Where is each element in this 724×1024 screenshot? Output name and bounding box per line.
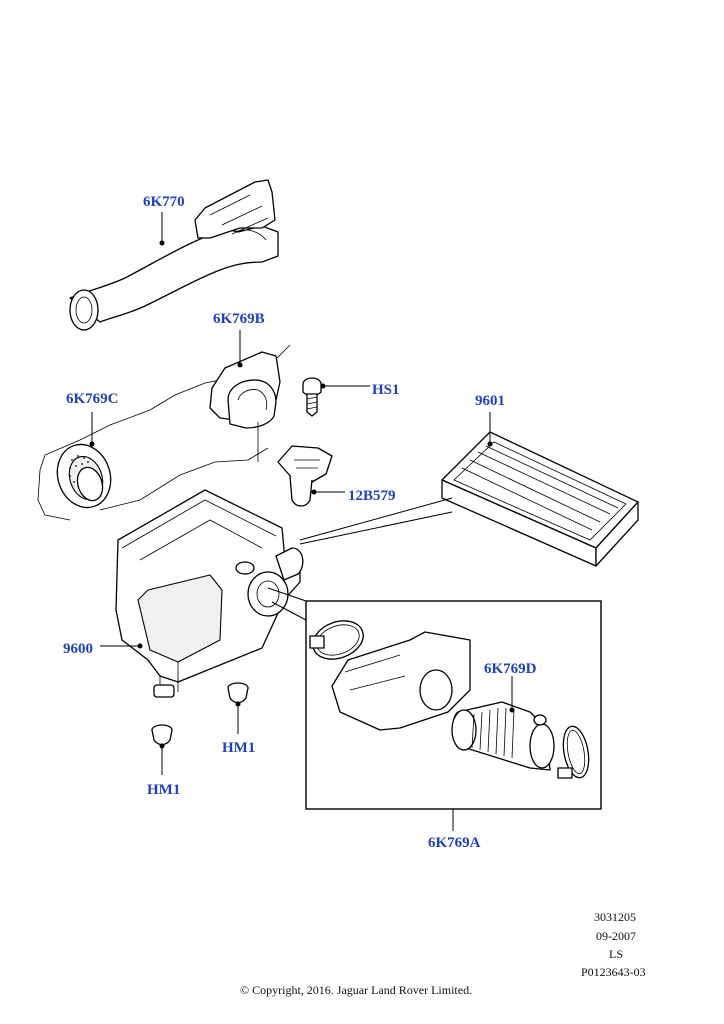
callout-6k769c: 6K769C	[66, 391, 119, 407]
callout-9601: 9601	[475, 393, 505, 409]
callout-6k770: 6K770	[143, 194, 185, 210]
callout-6k769a: 6K769A	[428, 835, 481, 851]
screw-hs1	[302, 377, 370, 417]
callout-6k769d: 6K769D	[484, 661, 537, 677]
copyright-text: © Copyright, 2016. Jaguar Land Rover Lim…	[240, 983, 472, 997]
callout-6k769b: 6K769B	[213, 311, 265, 327]
callout-hm1-right: HM1	[222, 740, 255, 756]
ref-code: LS	[609, 947, 623, 961]
callout-hs1: HS1	[372, 382, 400, 398]
callout-12b579: 12B579	[348, 488, 396, 504]
grommet-hm1-b	[151, 724, 173, 775]
sensor-12b579	[277, 445, 345, 507]
resonator-6k769b	[209, 330, 281, 462]
grommet-hm1-a	[227, 682, 249, 734]
air-cleaner-9600	[100, 489, 304, 698]
callout-hm1-left: HM1	[147, 782, 180, 798]
intake-duct-6k770	[69, 179, 279, 331]
callout-9600: 9600	[63, 641, 93, 657]
ref-part-id: P0123643-03	[581, 965, 646, 979]
air-filter-9601	[299, 412, 639, 567]
seal-6k769c	[56, 412, 112, 509]
ref-number: 3031205	[594, 910, 636, 924]
inset-6k769a	[267, 587, 602, 831]
ref-date: 09-2007	[596, 929, 636, 943]
